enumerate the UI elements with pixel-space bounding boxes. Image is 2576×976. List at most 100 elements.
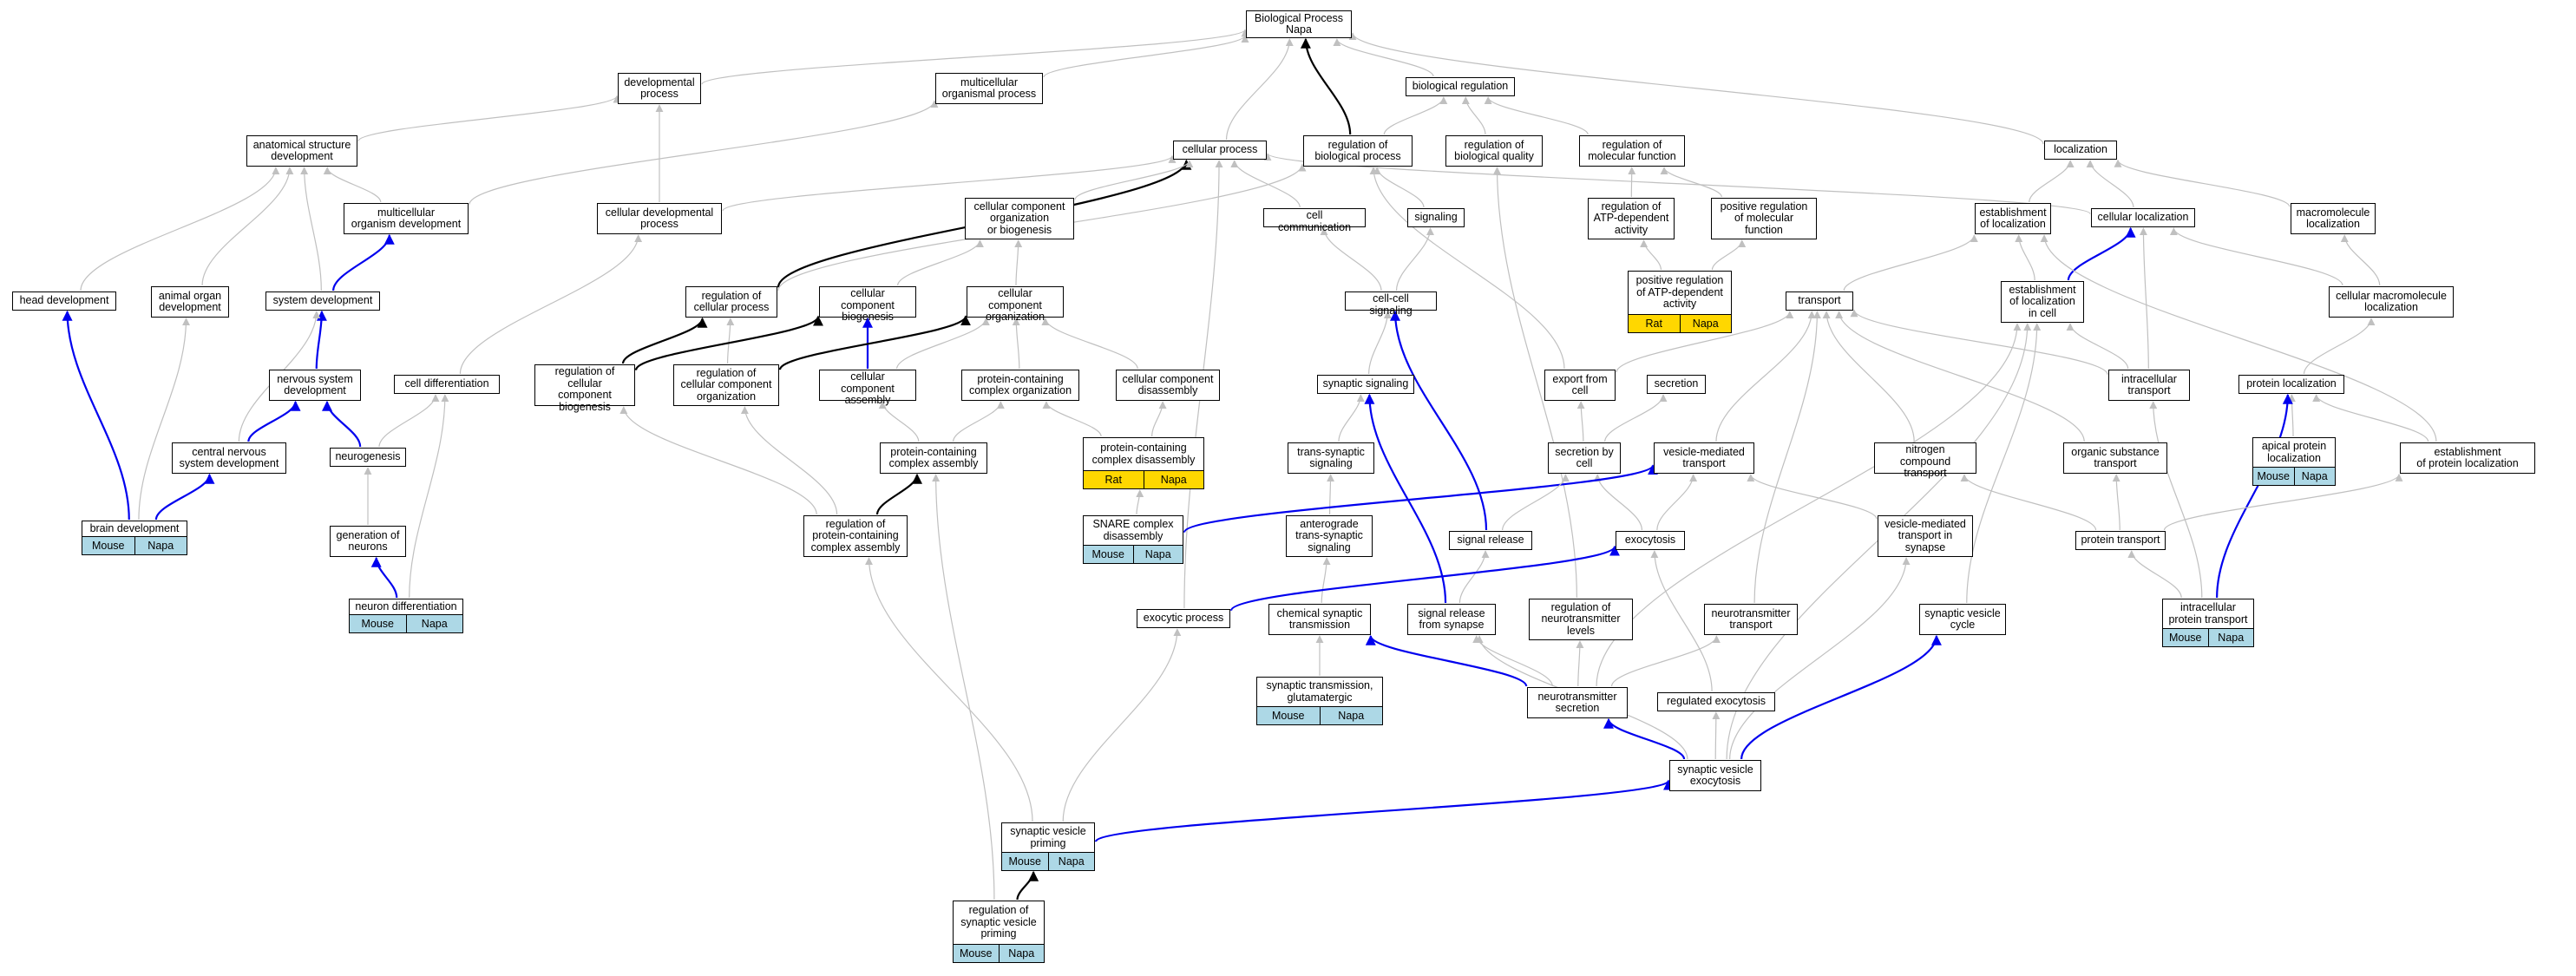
edge-sigrelsyn-to-sigrel	[1458, 550, 1490, 604]
go-term-vmtsyn[interactable]: vesicle-mediated transport in synapse	[1878, 515, 1973, 557]
go-term-transport[interactable]: transport	[1786, 291, 1853, 311]
go-term-estloc[interactable]: establishment of localization	[1975, 203, 2051, 234]
edge-mod-to-asd	[323, 167, 382, 203]
go-term-signaling[interactable]: signaling	[1407, 208, 1465, 227]
go-term-regbq[interactable]: regulation of biological quality	[1445, 135, 1543, 167]
edge-regbq-to-bioreg	[1461, 96, 1486, 135]
go-term-devproc[interactable]: developmental process	[618, 73, 701, 104]
edge-posregatp-to-regatp	[1640, 239, 1662, 271]
go-term-sigrel[interactable]: signal release	[1449, 531, 1532, 550]
go-term-secretion[interactable]: secretion	[1647, 375, 1706, 394]
edge-prottrans-to-ost	[2112, 474, 2120, 531]
tag-rat: Rat	[1084, 471, 1144, 488]
go-term-asd[interactable]: anatomical structure development	[246, 135, 357, 167]
go-term-prottrans[interactable]: protein transport	[2075, 531, 2166, 550]
go-term-genneur[interactable]: generation of neurons	[330, 526, 406, 557]
go-term-secbycell[interactable]: secretion by cell	[1548, 442, 1621, 474]
edge-estprotloc-to-protloc	[2312, 394, 2429, 442]
go-term-posregatp[interactable]: positive regulation of ATP-dependent act…	[1628, 271, 1732, 333]
go-term-nsd[interactable]: nervous system development	[269, 370, 361, 401]
go-term-aod[interactable]: animal organ development	[151, 286, 229, 318]
go-term-regntl[interactable]: regulation of neurotransmitter levels	[1529, 599, 1633, 640]
go-term-sysdev[interactable]: system development	[265, 291, 380, 311]
edge-apl-to-protloc	[2287, 394, 2296, 437]
go-term-vmt[interactable]: vesicle-mediated transport	[1654, 442, 1754, 474]
go-term-protloc[interactable]: protein localization	[2238, 375, 2344, 394]
go-term-estprotloc[interactable]: establishment of protein localization	[2400, 442, 2535, 474]
edge-posregmf-to-regmf	[1660, 167, 1722, 198]
go-term-exportcell[interactable]: export from cell	[1544, 370, 1616, 401]
go-term-exocproc[interactable]: exocytic process	[1137, 609, 1230, 628]
go-term-ntsec[interactable]: neurotransmitter secretion	[1527, 687, 1628, 718]
go-term-regcp[interactable]: regulation of cellular process	[685, 286, 777, 318]
go-term-celldiff[interactable]: cell differentiation	[394, 375, 500, 394]
go-term-regbp[interactable]: regulation of biological process	[1303, 135, 1413, 167]
go-term-mod[interactable]: multicellular organism development	[344, 203, 469, 234]
go-term-headdev[interactable]: head development	[12, 291, 116, 311]
go-term-chemsyn[interactable]: chemical synaptic transmission	[1268, 604, 1371, 635]
go-term-sigrelsyn[interactable]: signal release from synapse	[1407, 604, 1496, 635]
go-term-regexo[interactable]: regulated exocytosis	[1657, 692, 1775, 711]
go-term-posregmf[interactable]: positive regulation of molecular functio…	[1711, 198, 1817, 239]
go-term-svc[interactable]: synaptic vesicle cycle	[1919, 604, 2006, 635]
go-term-ccasm[interactable]: cellular component assembly	[819, 370, 916, 406]
go-term-regcco[interactable]: regulation of cellular component organiz…	[673, 364, 779, 406]
go-term-svexo[interactable]: synaptic vesicle exocytosis	[1669, 760, 1761, 791]
go-term-mop[interactable]: multicellular organismal process	[935, 73, 1043, 104]
go-term-ost[interactable]: organic substance transport	[2063, 442, 2167, 474]
go-term-nct[interactable]: nitrogen compound transport	[1874, 442, 1976, 479]
edge-regcco-to-regcp	[726, 318, 735, 364]
edge-regexo-to-exocytosis	[1650, 550, 1713, 692]
go-term-neurogenesis[interactable]: neurogenesis	[330, 448, 406, 467]
go-term-regccb[interactable]: regulation of cellular component biogene…	[534, 364, 635, 412]
go-term-exocytosis[interactable]: exocytosis	[1616, 531, 1685, 550]
go-term-label: regulation of biological process	[1314, 138, 1401, 162]
go-term-ccob[interactable]: cellular component organization or bioge…	[965, 198, 1074, 239]
edge-braindev-to-headdev	[62, 310, 130, 521]
edge-regmf-to-bioreg	[1484, 96, 1589, 135]
go-term-anttrans[interactable]: anterograde trans-synaptic signaling	[1286, 515, 1373, 557]
go-term-synsig[interactable]: synaptic signaling	[1317, 375, 1414, 394]
go-term-estlocincell[interactable]: establishment of localization in cell	[2001, 281, 2084, 323]
go-term-label: generation of neurons	[336, 528, 400, 553]
go-term-ccdis[interactable]: cellular component disassembly	[1116, 370, 1220, 401]
go-term-nttrans[interactable]: neurotransmitter transport	[1704, 604, 1798, 635]
go-term-cellloc[interactable]: cellular localization	[2091, 208, 2195, 227]
go-term-transsyn[interactable]: trans-synaptic signaling	[1288, 442, 1374, 474]
go-term-pcco[interactable]: protein-containing complex organization	[961, 370, 1079, 401]
go-term-macloc[interactable]: macromolecule localization	[2291, 203, 2376, 234]
go-term-label: establishment of localization in cell	[2009, 283, 2076, 319]
go-term-ccbio[interactable]: cellular component biogenesis	[819, 286, 916, 323]
go-term-pcca[interactable]: protein-containing complex assembly	[880, 442, 987, 474]
edge-ccbio-to-ccob	[897, 239, 984, 286]
edge-ipt-to-intratrans	[2149, 401, 2203, 599]
edge-sigrel-to-secbycell	[1502, 474, 1570, 531]
go-term-cml[interactable]: cellular macromolecule localization	[2329, 286, 2454, 318]
go-term-cdp[interactable]: cellular developmental process	[597, 203, 722, 234]
go-term-cellproc[interactable]: cellular process	[1173, 141, 1267, 160]
go-term-loc[interactable]: localization	[2044, 141, 2117, 160]
go-term-regmf[interactable]: regulation of molecular function	[1579, 135, 1685, 167]
go-term-regatp[interactable]: regulation of ATP-dependent activity	[1588, 198, 1675, 239]
go-term-regpcca[interactable]: regulation of protein-containing complex…	[803, 515, 908, 557]
go-term-ccorg[interactable]: cellular component organization	[967, 286, 1064, 323]
edge-prottrans-to-nct	[1960, 474, 2097, 531]
edge-sigrelsyn-to-synsig	[1364, 393, 1447, 604]
go-term-intratrans[interactable]: intracellular transport	[2108, 370, 2190, 401]
go-term-bp[interactable]: Biological Process Napa	[1246, 10, 1352, 38]
go-term-bioreg[interactable]: biological regulation	[1406, 77, 1515, 96]
go-term-cellcomm[interactable]: cell communication	[1263, 208, 1366, 233]
go-term-cnsd[interactable]: central nervous system development	[172, 442, 286, 474]
go-term-ccsig[interactable]: cell-cell signaling	[1345, 291, 1437, 316]
